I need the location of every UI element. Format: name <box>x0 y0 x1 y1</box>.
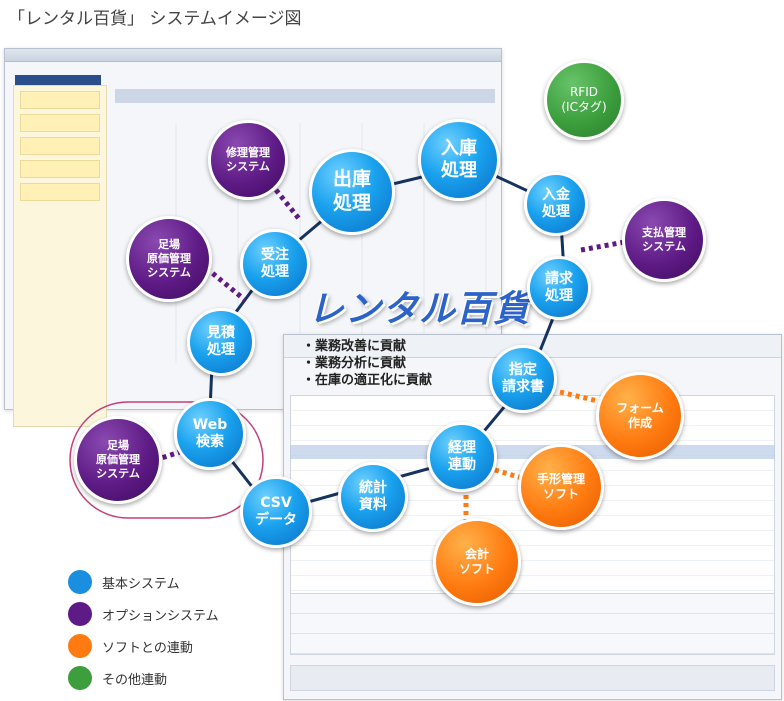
legend-label: その他連動 <box>102 672 168 688</box>
legend-item: ソフトとの連動 <box>68 630 219 662</box>
invoice-summary <box>290 593 775 655</box>
function-key-bar <box>290 665 775 691</box>
node-csv: CSV データ <box>240 476 312 548</box>
page-title: 「レンタル百貨」 システムイメージ図 <box>8 9 302 29</box>
node-web: Web 検索 <box>174 398 246 470</box>
node-tegata: 手形管理 ソフト <box>518 444 604 530</box>
node-shitei: 指定 請求書 <box>489 345 557 413</box>
product-logo: レンタル百貨 <box>308 289 531 330</box>
benefit-list: ・業務改善に貢献 ・業務分析に貢献 ・在庫の適正化に貢献 <box>302 338 432 389</box>
legend-swatch <box>68 602 92 626</box>
node-juchu: 受注 処理 <box>240 229 310 299</box>
web-option-highlight-frame <box>69 401 264 519</box>
node-shukko: 出庫 処理 <box>309 149 395 235</box>
legend-swatch <box>68 570 92 594</box>
node-shiharai: 支払管理 システム <box>622 198 706 282</box>
menu-sidebar <box>13 85 107 427</box>
node-genka2: 足場 原価管理 システム <box>74 416 162 504</box>
legend-label: 基本システム <box>102 576 180 592</box>
node-keiri: 経理 連動 <box>427 422 497 492</box>
link-tegata <box>494 467 523 481</box>
node-form: フォーム 作成 <box>596 372 684 460</box>
legend-label: ソフトとの連動 <box>102 640 193 656</box>
legend: 基本システム オプションシステム ソフトとの連動 その他連動 <box>68 566 219 694</box>
benefit-item: ・在庫の適正化に貢献 <box>302 373 433 388</box>
legend-item: オプションシステム <box>68 598 219 630</box>
node-shuri: 修理管理 システム <box>208 120 288 200</box>
node-genka1: 足場 原価管理 システム <box>126 216 212 302</box>
node-seikyu: 請求 処理 <box>527 256 591 320</box>
menu-tab-bar <box>115 89 495 103</box>
link-form <box>559 389 603 405</box>
node-kaikei: 会計 ソフト <box>433 518 521 606</box>
node-mitsumori: 見積 処理 <box>187 308 255 376</box>
node-nyuko: 入庫 処理 <box>418 119 500 201</box>
window-titlebar <box>5 49 501 62</box>
benefit-item: ・業務改善に貢献 <box>302 339 407 354</box>
legend-swatch <box>68 634 92 658</box>
legend-swatch <box>68 666 92 690</box>
legend-label: オプションシステム <box>102 608 219 624</box>
benefit-item: ・業務分析に貢献 <box>302 356 407 371</box>
legend-item: 基本システム <box>68 566 219 598</box>
node-rfid: RFID (ICタグ) <box>544 60 624 140</box>
node-nyukin: 入金 処理 <box>524 172 588 236</box>
legend-item: その他連動 <box>68 662 219 694</box>
link-shiharai <box>580 239 626 253</box>
node-toukei: 統計 資料 <box>338 462 408 532</box>
